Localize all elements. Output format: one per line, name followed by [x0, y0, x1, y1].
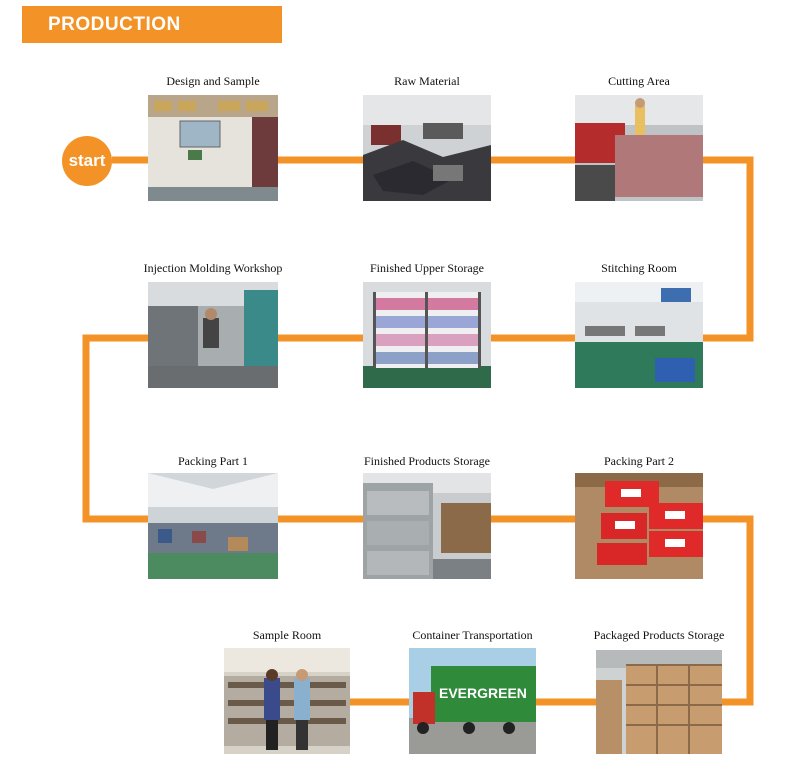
step-container-transportation: Container Transportation EVERGREEN — [409, 628, 536, 754]
step-sample-room: Sample Room — [224, 628, 350, 754]
step-injection-molding-workshop: Injection Molding Workshop — [144, 261, 282, 388]
step-label: Container Transportation — [412, 628, 533, 642]
page-title: PRODUCTION PROCESS — [22, 6, 282, 72]
step-label: Finished Products Storage — [364, 454, 490, 468]
office-wall-icon — [148, 95, 278, 201]
step-label: Sample Room — [252, 628, 322, 642]
container-truck-icon: EVERGREEN — [409, 648, 536, 754]
svg-text:EVERGREEN: EVERGREEN — [439, 685, 527, 701]
material-piles-icon — [363, 95, 491, 201]
carton-stacks-icon — [596, 650, 722, 754]
step-design-and-sample: Design and Sample — [148, 74, 278, 201]
step-label: Cutting Area — [608, 74, 670, 88]
start-marker: start — [62, 136, 112, 186]
packing-hall-icon — [148, 473, 278, 579]
storage-shelves-icon — [363, 282, 491, 388]
cutting-table-icon — [575, 95, 703, 201]
sewing-floor-icon — [575, 282, 703, 388]
step-label: Raw Material — [394, 74, 460, 88]
step-label: Injection Molding Workshop — [143, 261, 283, 275]
step-packing-part-2: Packing Part 2 — [575, 454, 703, 579]
step-finished-upper-storage: Finished Upper Storage — [363, 261, 491, 388]
step-label: Finished Upper Storage — [370, 261, 484, 275]
step-label: Stitching Room — [601, 261, 677, 275]
red-shoe-boxes-icon — [575, 473, 703, 579]
step-label: Packing Part 1 — [178, 454, 248, 468]
step-label: Design and Sample — [166, 74, 260, 88]
step-label: Packing Part 2 — [604, 454, 674, 468]
step-finished-products-storage: Finished Products Storage — [363, 454, 491, 579]
step-stitching-room: Stitching Room — [575, 261, 703, 388]
sample-shelves-icon — [224, 648, 350, 754]
step-raw-material: Raw Material — [363, 74, 491, 201]
step-label: Packaged Products Storage — [593, 628, 725, 642]
molding-machines-icon — [148, 282, 278, 388]
step-packing-part-1: Packing Part 1 — [148, 454, 278, 579]
step-packaged-products-storage: Packaged Products Storage — [594, 628, 724, 754]
stacked-goods-icon — [363, 473, 491, 579]
step-cutting-area: Cutting Area — [575, 74, 703, 201]
